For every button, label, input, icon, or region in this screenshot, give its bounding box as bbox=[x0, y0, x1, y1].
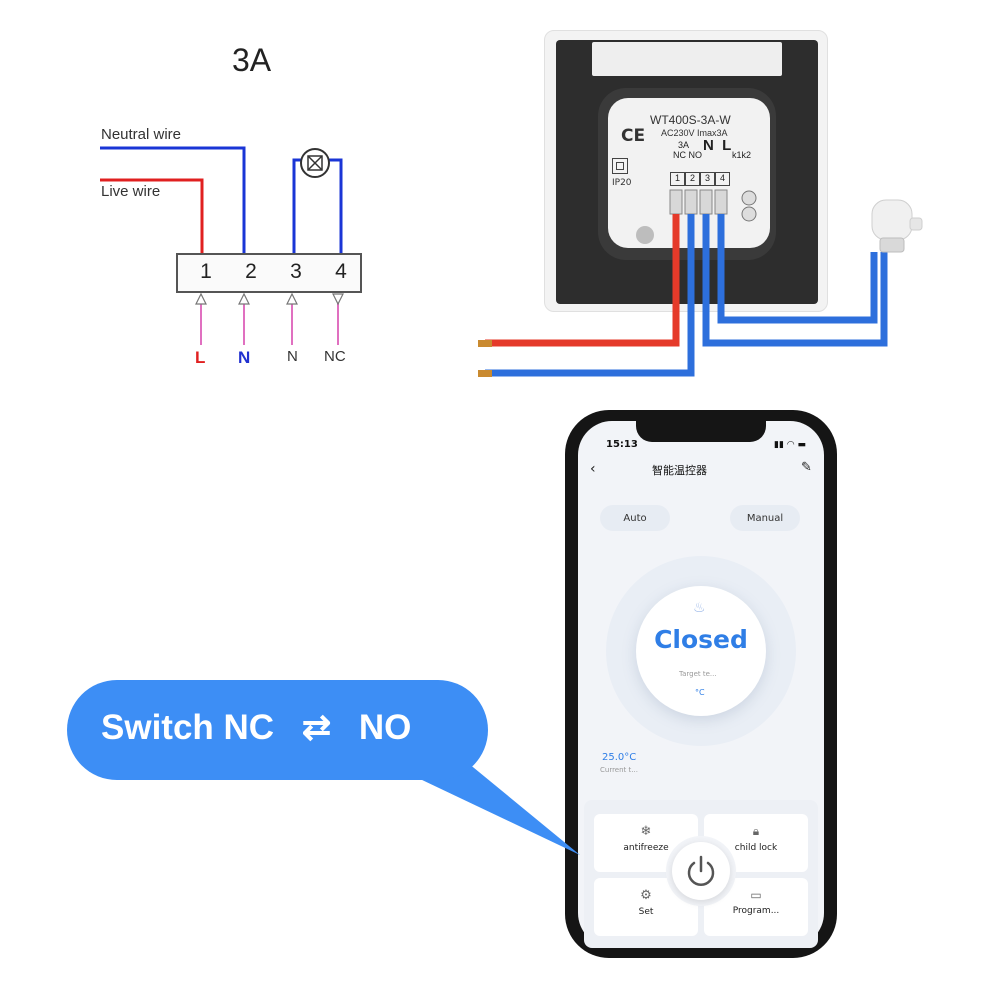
status-signal-icon: ▮▮ ◠ ▬ bbox=[774, 440, 806, 450]
ce-mark: CE bbox=[621, 126, 646, 146]
double-insulation-icon bbox=[612, 158, 628, 174]
monitor-icon: ▭ bbox=[750, 888, 762, 902]
callout-text: Switch NC ⇄ NO bbox=[101, 708, 411, 748]
bottom-leads bbox=[200, 300, 339, 345]
program-label: Program... bbox=[732, 906, 780, 916]
back-chevron-icon[interactable]: ‹ bbox=[590, 461, 596, 477]
device-terminal-num: 3 bbox=[700, 172, 715, 186]
heating-status: Closed bbox=[654, 625, 748, 654]
device-neutral-wire bbox=[485, 214, 695, 377]
neutral-wire-label: Neutral wire bbox=[101, 126, 182, 143]
device-term-nl: N L bbox=[703, 137, 732, 154]
thermal-actuator-icon bbox=[866, 196, 926, 270]
antifreeze-label: antifreeze bbox=[623, 843, 669, 853]
device-reset-hole bbox=[636, 226, 654, 244]
device-terminal-num: 2 bbox=[685, 172, 700, 186]
gauge-center bbox=[636, 586, 766, 716]
target-temp-label: Target te... bbox=[679, 670, 717, 678]
wire-end-neutral bbox=[478, 370, 492, 377]
callout-right: NO bbox=[358, 708, 412, 747]
label-live: L bbox=[195, 348, 206, 367]
app-title: 智能温控器 bbox=[652, 464, 707, 477]
callout-left: Switch NC bbox=[101, 708, 275, 747]
live-wire-line bbox=[100, 178, 204, 256]
device-top-tab bbox=[592, 42, 782, 76]
terminal-arrows bbox=[195, 292, 344, 306]
child-lock-label: child lock bbox=[734, 843, 778, 853]
terminal-4: 4 bbox=[335, 260, 347, 283]
phone-notch bbox=[636, 418, 766, 442]
diagram-title: 3A bbox=[232, 42, 272, 78]
label-neutral: N bbox=[238, 348, 251, 367]
terminal-2: 2 bbox=[245, 260, 257, 283]
mode-manual-button[interactable]: Manual bbox=[730, 505, 800, 531]
device-valve-wire-1 bbox=[702, 214, 888, 347]
label-nc: NC bbox=[324, 348, 346, 365]
wiring-lines bbox=[100, 146, 344, 345]
wire-end-live bbox=[478, 340, 492, 347]
terminal-block bbox=[176, 253, 362, 293]
neutral-wire-line bbox=[100, 146, 246, 256]
device-ip-rating: IP20 bbox=[612, 178, 632, 188]
device-terminal-strip: 1 2 3 4 bbox=[670, 172, 730, 186]
device-term-nc-no: NC NO bbox=[673, 150, 702, 160]
power-icon bbox=[687, 855, 715, 886]
valve-actuator-icon bbox=[298, 146, 332, 184]
power-button[interactable] bbox=[672, 842, 730, 900]
mode-auto-button[interactable]: Auto bbox=[600, 505, 670, 531]
device-terminal-num: 1 bbox=[670, 172, 685, 186]
flame-icon: ♨ bbox=[693, 600, 706, 616]
device-wires bbox=[478, 189, 888, 377]
device-term-3a: 3A bbox=[678, 140, 690, 150]
device-rating: AC230V Imax3A bbox=[661, 128, 728, 138]
device-model: WT400S-3A-W bbox=[650, 113, 731, 127]
callout-bubble bbox=[67, 680, 488, 780]
target-temp-unit: °C bbox=[695, 688, 705, 697]
live-wire-label: Live wire bbox=[101, 183, 161, 200]
lock-icon: 🔒︎ bbox=[752, 824, 760, 838]
device-valve-wire-2 bbox=[717, 214, 878, 324]
device-terminal-num: 4 bbox=[715, 172, 730, 186]
gear-icon: ⚙ bbox=[640, 888, 652, 903]
device-live-wire bbox=[485, 214, 680, 347]
terminal-1: 1 bbox=[200, 260, 212, 283]
label-n: N bbox=[287, 348, 298, 365]
status-time: 15:13 bbox=[606, 439, 638, 450]
snowflake-icon: ❄ bbox=[640, 824, 652, 839]
device-term-k: k1k2 bbox=[732, 150, 752, 160]
wiring-diagram: 3A Neutral wire Live wire 1 2 3 4 L N N … bbox=[0, 0, 1000, 400]
terminal-3: 3 bbox=[290, 260, 302, 283]
current-temp-value: 25.0°C bbox=[602, 752, 637, 763]
swap-arrows-icon: ⇄ bbox=[301, 708, 332, 747]
current-temp-label: Current t... bbox=[600, 766, 638, 774]
set-label: Set bbox=[638, 907, 654, 917]
edit-icon[interactable]: ✎ bbox=[801, 460, 812, 475]
